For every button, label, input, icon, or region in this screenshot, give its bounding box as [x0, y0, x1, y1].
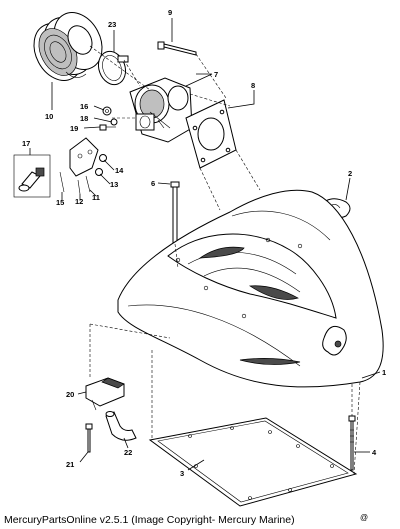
callout-13: 13	[110, 180, 118, 189]
callout-15: 15	[56, 198, 64, 207]
part-11-screw[interactable]	[85, 175, 91, 193]
leader-lines	[29, 18, 381, 471]
callout-1: 1	[382, 368, 386, 377]
callout-21: 21	[66, 460, 74, 469]
corner-mark: @	[360, 513, 369, 522]
callout-19: 19	[70, 124, 78, 133]
footer-copyright: MercuryPartsOnline v2.5.1 (Image Copyrig…	[4, 514, 295, 526]
callout-labels: 9 23 7 8 10 16 18 19 17 14 13 11 12 15 6…	[22, 8, 386, 478]
part-1-cover[interactable]	[117, 189, 384, 388]
callout-17: 17	[22, 139, 30, 148]
part-23-hose-clamp[interactable]	[94, 48, 130, 89]
part-13-nut[interactable]	[95, 168, 103, 176]
part-17-sensor[interactable]	[13, 154, 51, 198]
part-7-throttle-body[interactable]	[129, 77, 193, 143]
part-6-bolt[interactable]	[170, 181, 180, 245]
callout-11: 11	[92, 193, 100, 202]
callout-9: 9	[168, 8, 172, 17]
part-12-screw[interactable]	[77, 179, 81, 195]
callout-16: 16	[80, 102, 88, 111]
callout-12: 12	[75, 197, 83, 206]
part-15-screw[interactable]	[59, 171, 65, 193]
part-4-stud[interactable]	[348, 415, 356, 471]
callout-7: 7	[214, 70, 218, 79]
callout-8: 8	[251, 81, 255, 90]
part-10-air-filter[interactable]	[24, 4, 111, 89]
part-9-bolt[interactable]	[157, 41, 197, 56]
callout-14: 14	[115, 166, 124, 175]
callout-2: 2	[348, 169, 352, 178]
part-20-sensor[interactable]	[85, 377, 125, 411]
part-19-screw[interactable]	[99, 124, 116, 131]
assembly-guide-lines	[89, 45, 361, 475]
callout-22: 22	[124, 448, 132, 457]
callout-3: 3	[180, 469, 184, 478]
part-bracket[interactable]	[69, 137, 99, 177]
callout-4: 4	[372, 448, 377, 457]
part-22-hose[interactable]	[105, 411, 137, 441]
callout-18: 18	[80, 114, 88, 123]
callout-23: 23	[108, 20, 116, 29]
part-21-screw[interactable]	[85, 423, 93, 453]
part-8-gasket[interactable]	[185, 99, 237, 169]
part-3-base-gasket[interactable]	[148, 417, 358, 507]
callout-10: 10	[45, 112, 53, 121]
part-16-nut[interactable]	[102, 106, 112, 116]
callout-20: 20	[66, 390, 74, 399]
part-14-nut[interactable]	[99, 154, 107, 162]
callout-6: 6	[151, 179, 155, 188]
